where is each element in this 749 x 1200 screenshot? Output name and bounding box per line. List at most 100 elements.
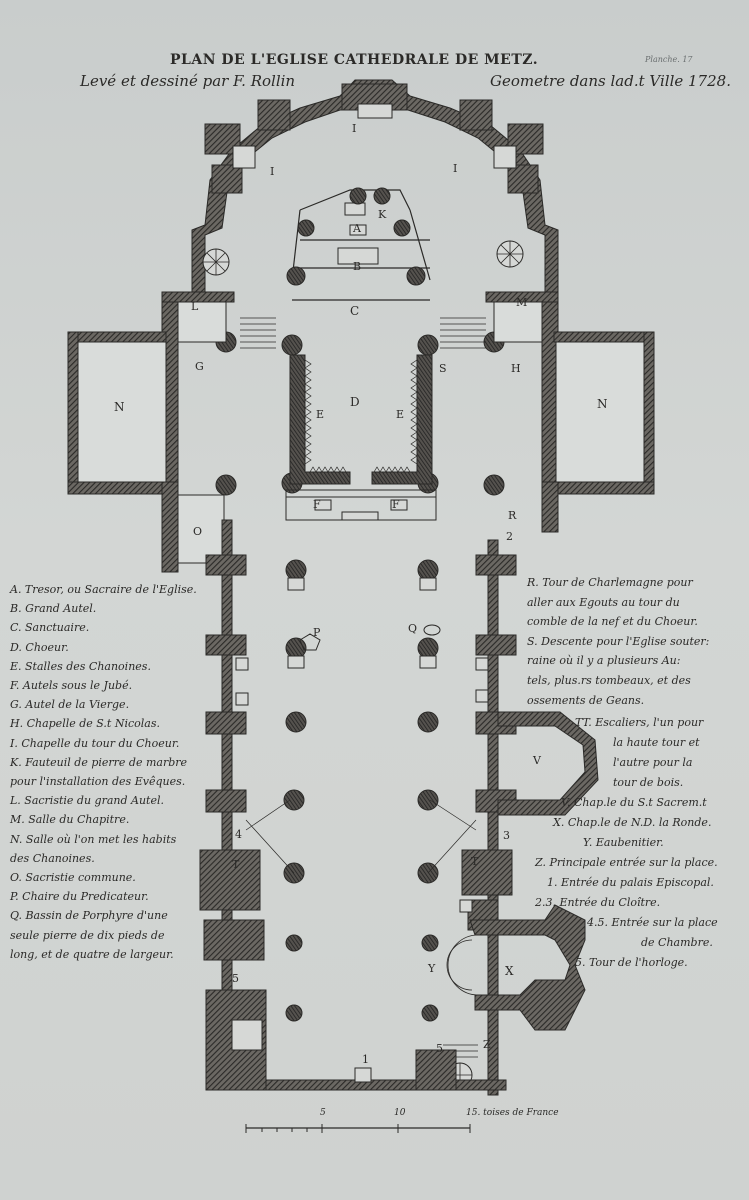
legend-item: long, et de quatre de largeur.	[10, 947, 174, 961]
label-s: S	[439, 362, 447, 375]
scale-label-15: 15. toises de France	[466, 1108, 559, 1118]
legend-item: I. Chapelle du tour du Choeur.	[10, 736, 180, 750]
legend-item: pour l'installation des Evêques.	[10, 775, 186, 789]
chapel-v	[497, 711, 599, 816]
legend-right-bottom: TT. Escaliers, l'un pour la haute tour e…	[535, 713, 740, 973]
legend-item: N. Salle où l'on met les habits	[10, 832, 177, 846]
steps	[240, 317, 486, 1058]
legend-item: TT. Escaliers, l'un pour	[575, 716, 704, 729]
subtitle-date: Geometre dans lad.t Ville 1728.	[490, 72, 731, 90]
label-g: G	[195, 360, 204, 373]
label-q: Q	[408, 622, 417, 635]
label-i-left: I	[270, 165, 274, 178]
label-p: P	[313, 626, 321, 639]
legend-item: la haute tour et	[613, 736, 700, 749]
label-k: K	[378, 208, 387, 221]
legend-item: ossements de Geans.	[527, 693, 645, 707]
legend-item: S. Descente pour l'Eglise souter:	[527, 634, 710, 648]
chapel-x	[469, 904, 586, 1031]
legend-item: G. Autel de la Vierge.	[10, 698, 130, 712]
label-i-right: I	[453, 162, 457, 175]
nave-walls	[199, 519, 517, 1096]
legend-item: 2.3. Entrée du Cloître.	[535, 896, 661, 909]
label-f-left: F	[313, 498, 321, 511]
legend-item: F. Autels sous le Jubé.	[10, 679, 133, 693]
legend-item: 4.5. Entrée sur la place	[587, 916, 718, 929]
legend-item: D. Choeur.	[10, 640, 69, 654]
altars	[337, 202, 379, 265]
legend-item: Y. Eaubenitier.	[583, 836, 664, 849]
legend-item: raine où il y a plusieurs Au:	[527, 654, 681, 668]
sacristy-rooms	[77, 301, 645, 564]
apse-chapels	[232, 103, 517, 169]
legend-item: K. Fauteuil de pierre de marbre	[10, 755, 188, 769]
legend-item: l'autre pour la	[613, 756, 693, 769]
legend-item: de Chambre.	[641, 936, 713, 949]
label-n-left: N	[114, 400, 125, 414]
label-entrance-1: 1	[362, 1053, 369, 1066]
plate-number: Planche. 17	[645, 55, 693, 64]
label-entrance-2: 2	[506, 530, 513, 543]
legend-item: B. Grand Autel.	[10, 602, 97, 616]
plan-subtitle: Levé et dessiné par F. Rollin Geometre d…	[80, 72, 731, 90]
legend-item: O. Sacristie commune.	[10, 871, 136, 885]
legend-item: M. Salle du Chapitre.	[10, 813, 130, 827]
label-z: Z	[483, 1038, 491, 1051]
chapel-x-arcs	[446, 934, 479, 996]
label-b: B	[353, 260, 361, 273]
legend-item: comble de la nef et du Choeur.	[527, 615, 698, 629]
legend-left: A. Tresor, ou Sacraire de l'Eglise. B. G…	[10, 580, 240, 964]
legend-item: A. Tresor, ou Sacraire de l'Eglise.	[10, 583, 197, 596]
legend-item: L. Sacristie du grand Autel.	[10, 794, 164, 808]
stall-teeth	[304, 359, 418, 473]
pier-altars	[287, 577, 437, 669]
label-e-right: E	[396, 408, 404, 421]
legend-item: H. Chapelle de S.t Nicolas.	[10, 717, 160, 731]
scale-bar	[245, 1124, 471, 1133]
choir-stalls	[289, 354, 433, 485]
label-t-right: T	[471, 855, 479, 868]
legend-item: X. Chap.le de N.D. la Ronde.	[553, 816, 712, 829]
scale-label-5: 5	[320, 1108, 326, 1118]
label-y: Y	[427, 962, 436, 975]
nave-chapels	[231, 657, 489, 1051]
apse-walls	[191, 79, 559, 293]
legend-item: Q. Bassin de Porphyre d'une	[10, 909, 168, 923]
label-f-right: F	[392, 498, 400, 511]
plan-labels: I I I K A B C D E E F F L M G H S N N O …	[114, 122, 608, 1066]
label-entrance-5-left: 5	[232, 972, 239, 985]
subtitle-author: Levé et dessiné par F. Rollin	[80, 72, 296, 90]
legend-item: E. Stalles des Chanoines.	[10, 659, 151, 673]
label-entrance-3: 3	[503, 829, 510, 842]
legend-right-top: R. Tour de Charlemagne pour aller aux Eg…	[527, 573, 742, 710]
legend-item: C. Sanctuaire.	[10, 621, 90, 635]
label-a: A	[352, 222, 362, 235]
label-n-right: N	[597, 397, 608, 411]
label-l: L	[191, 300, 199, 313]
label-m: M	[516, 296, 527, 309]
plan-title: PLAN DE L'EGLISE CATHEDRALE DE METZ.	[170, 52, 539, 68]
label-entrance-5-right: 5	[436, 1042, 443, 1055]
legend-item: P. Chaire du Predicateur.	[10, 890, 149, 904]
legend-item: Z. Principale entrée sur la place.	[535, 856, 718, 869]
diagonal-passages	[245, 799, 477, 874]
label-entrance-4: 4	[235, 828, 242, 841]
legend-item: aller aux Egouts au tour du	[527, 595, 680, 609]
label-h: H	[511, 362, 521, 375]
label-t-left: T	[232, 858, 240, 871]
label-d: D	[350, 395, 360, 409]
scale-label-10: 10	[394, 1108, 406, 1118]
pulpit-basin	[299, 624, 441, 651]
label-e-left: E	[316, 408, 324, 421]
label-r: R	[508, 509, 517, 522]
legend-item: R. Tour de Charlemagne pour	[527, 576, 693, 589]
label-c: C	[350, 304, 359, 318]
sanctuary-rails	[291, 189, 431, 301]
legend-item: 1. Entrée du palais Episcopal.	[547, 876, 714, 889]
label-o: O	[193, 525, 202, 538]
entrance-door	[354, 1067, 372, 1083]
legend-item: des Chanoines.	[10, 851, 95, 865]
legend-item: V. Chap.le du S.t Sacrem.t	[561, 796, 707, 809]
label-i-top: I	[352, 122, 356, 135]
